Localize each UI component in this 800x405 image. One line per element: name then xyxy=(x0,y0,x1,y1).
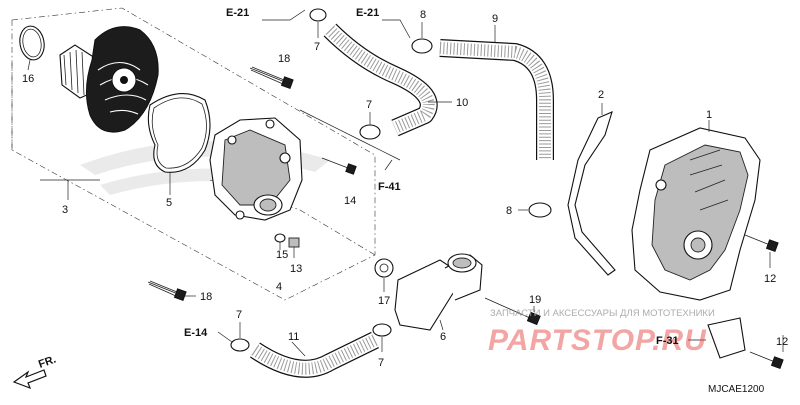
leader-e21-a xyxy=(262,9,306,21)
front-direction-indicator: FR. xyxy=(12,353,58,390)
part-10-hose xyxy=(323,23,452,137)
callout-11: 11 xyxy=(288,331,299,343)
ref-label-f31: F-31 xyxy=(656,335,679,347)
part-19-bolt xyxy=(484,297,541,326)
ref-label-f41: F-41 xyxy=(378,181,401,193)
part-7-clamp-top xyxy=(309,8,327,38)
callout-3: 3 xyxy=(62,204,68,216)
part-18-bolt-lower xyxy=(147,280,196,302)
part-14-bolt xyxy=(321,157,357,175)
diagram-code: MJCAE1200 xyxy=(708,384,765,395)
part-12-bolt-upper xyxy=(744,234,779,268)
ref-label-e21-left: E-21 xyxy=(226,7,249,19)
part-11-hose xyxy=(250,331,379,378)
front-arrow-icon xyxy=(12,369,47,390)
part-7-clamp-mid xyxy=(359,112,381,140)
ref-label-e21-right: E-21 xyxy=(356,7,379,19)
callout-18-top: 18 xyxy=(278,53,290,65)
part-8-clamp-mid xyxy=(518,202,552,218)
callout-8-top: 8 xyxy=(420,9,426,21)
ref-label-e14: E-14 xyxy=(184,327,208,339)
callout-7-left: 7 xyxy=(236,309,242,321)
callout-10: 10 xyxy=(456,97,468,109)
part-3-water-pump xyxy=(40,26,159,200)
leader-e14 xyxy=(217,331,233,343)
leader-e21-b xyxy=(382,19,411,39)
part-4-pump-cover xyxy=(209,117,303,221)
callout-7-mid: 7 xyxy=(366,99,372,111)
callout-2: 2 xyxy=(598,89,604,101)
part-5-gasket xyxy=(147,93,211,195)
callout-8-mid: 8 xyxy=(506,205,512,217)
part-13-bolt xyxy=(288,237,300,258)
leader-f41 xyxy=(384,159,393,171)
part-15-washer xyxy=(274,233,286,250)
watermark-logo: PARTSTOP.RU xyxy=(488,324,707,357)
callout-18-bottom: 18 xyxy=(200,291,212,303)
front-label: FR. xyxy=(37,353,58,370)
callout-1: 1 xyxy=(706,109,712,121)
callout-7-right: 7 xyxy=(378,357,384,369)
callout-6: 6 xyxy=(440,331,446,343)
part-17-seal xyxy=(374,258,394,292)
callout-4: 4 xyxy=(276,281,282,293)
callout-5: 5 xyxy=(166,197,172,209)
part-16-o-ring xyxy=(19,25,45,71)
callout-17: 17 xyxy=(378,295,390,307)
callout-12-upper: 12 xyxy=(764,273,776,285)
callout-19: 19 xyxy=(529,294,541,306)
part-12-bolt-lower xyxy=(749,335,784,370)
callout-15: 15 xyxy=(276,249,288,261)
callout-13: 13 xyxy=(290,263,302,275)
leader-dash-1 xyxy=(299,109,401,161)
part-1-cover xyxy=(631,120,761,301)
callout-16: 16 xyxy=(22,73,34,85)
watermark-caption: ЗАПЧАСТИ И АКСЕССУАРЫ ДЛЯ МОТОТЕХНИКИ xyxy=(490,308,715,319)
part-7-clamp-left xyxy=(230,322,250,352)
part-18-bolt-upper xyxy=(249,66,294,90)
part-7-clamp-right xyxy=(372,323,392,352)
part-2-bracket xyxy=(567,103,616,276)
part-9-hose xyxy=(439,25,554,160)
part-6-pipe xyxy=(394,253,483,331)
part-8-clamp-top xyxy=(411,22,433,54)
callout-14: 14 xyxy=(344,195,356,207)
small-bracket-f31 xyxy=(688,317,746,359)
callout-7-top: 7 xyxy=(314,41,320,53)
callout-12-lower: 12 xyxy=(776,336,788,348)
callout-9: 9 xyxy=(492,13,498,25)
